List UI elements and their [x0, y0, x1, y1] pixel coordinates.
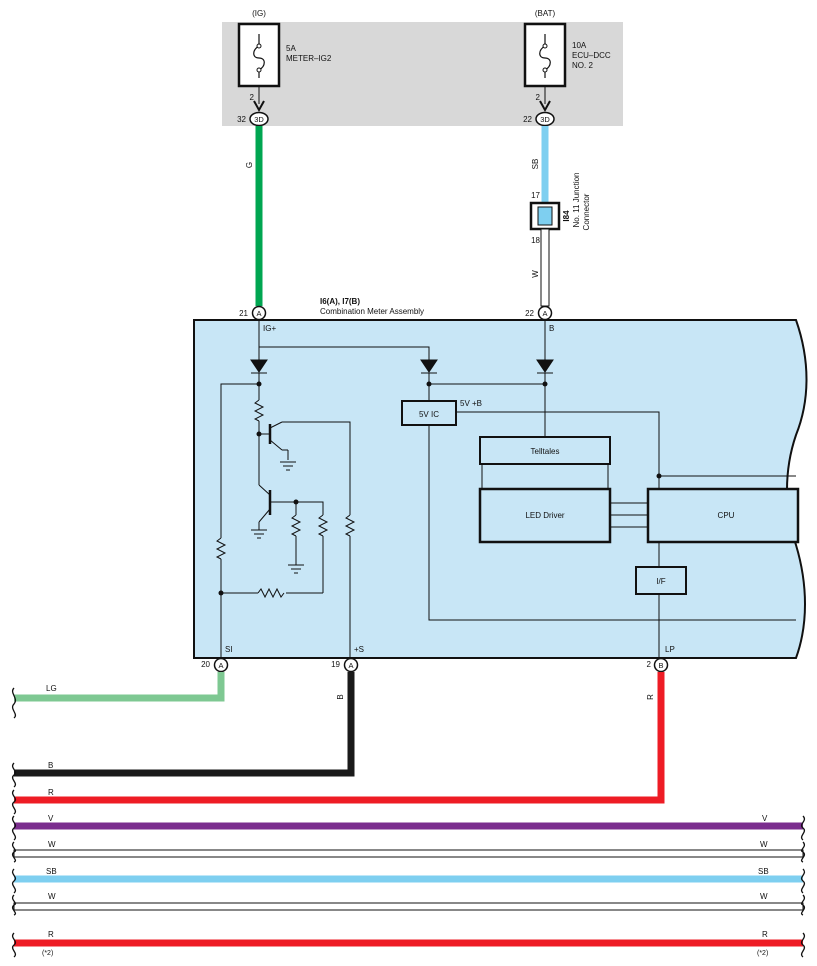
wire-r-out — [14, 672, 665, 804]
fuse-bat-rating: 10A — [572, 41, 587, 50]
pin-20-conn: A — [218, 661, 223, 670]
block-5v-ic — [401, 400, 457, 426]
pin-19-num: 19 — [331, 660, 340, 669]
break-marks-left — [11, 687, 17, 958]
pin-21-num: 21 — [239, 309, 248, 318]
block-telltales — [479, 436, 611, 465]
fuse-bat-source: (BAT) — [535, 9, 556, 18]
bus-w1-label-right: W — [760, 840, 768, 849]
bus-r2-label-left: R — [48, 930, 54, 939]
pin-20-num: 20 — [201, 660, 210, 669]
fuse-ig-source: (IG) — [252, 9, 266, 18]
pin-2-num: 2 — [647, 660, 652, 669]
pin-2-connector — [653, 657, 669, 673]
block-5v-ic-out: 5V +B — [460, 399, 482, 408]
junction-desc1: No. 11 Junction — [572, 173, 581, 228]
fuse-ig-arrow-icon — [253, 100, 265, 113]
meter-id: I6(A), I7(B) — [320, 297, 360, 306]
bus-sb-label-left: SB — [46, 867, 57, 876]
pin-21-conn: A — [256, 309, 261, 318]
bus-v-label-right: V — [762, 814, 768, 823]
bus-note-right: (*2) — [757, 950, 768, 957]
junction-id: I84 — [562, 210, 571, 222]
fuse-ig-pin: 2 — [250, 93, 255, 102]
meter-internal-circuit — [215, 320, 796, 658]
fuse-ig-rating: 5A — [286, 44, 296, 53]
bus-w2-label-right: W — [760, 892, 768, 901]
meter-name: Combination Meter Assembly — [320, 307, 424, 316]
wire-sb-label: SB — [531, 159, 540, 170]
block-cpu — [646, 487, 800, 544]
bus-w2-label-left: W — [48, 892, 56, 901]
bus-w1 — [13, 849, 804, 858]
fuse-ig-name: METER–IG2 — [286, 54, 332, 63]
pin-2-conn: B — [658, 661, 663, 670]
bus-w1-label-left: W — [48, 840, 56, 849]
bus-r1-label: R — [48, 788, 54, 797]
ig-connector — [249, 111, 269, 127]
junction-desc2: Connector — [582, 193, 591, 230]
wire-g-label: G — [245, 162, 254, 168]
bus-v-label-left: V — [48, 814, 54, 823]
wire-lg — [14, 672, 225, 702]
fuse-bat-name2: NO. 2 — [572, 61, 593, 70]
bus-r2-label-right: R — [762, 930, 768, 939]
fuse-bat-name: ECU–DCC — [572, 51, 611, 60]
pin-b-label: B — [549, 324, 554, 333]
wire-b-out — [14, 672, 355, 777]
junction-pin-out: 18 — [531, 236, 540, 245]
fuse-bat-element — [539, 34, 551, 78]
pin-22-conn: A — [542, 309, 547, 318]
ig-conn-pin: 32 — [237, 115, 246, 124]
pin-19-connector — [343, 657, 359, 673]
pin-si-label: SI — [225, 645, 233, 654]
wire-r-out-label: R — [646, 694, 655, 700]
bat-conn-pin: 22 — [523, 115, 532, 124]
wire-b-out-label: B — [336, 694, 345, 699]
pin-20-connector — [213, 657, 229, 673]
pin-21-connector — [251, 305, 267, 321]
block-cpu-label: CPU — [718, 511, 735, 520]
pin-plus-s-label: +S — [354, 645, 364, 654]
bus-b-label: B — [48, 761, 53, 770]
pin-19-conn: A — [348, 661, 353, 670]
break-marks-right — [800, 815, 806, 958]
block-5v-ic-label: 5V IC — [419, 410, 439, 419]
pin-22-num: 22 — [525, 309, 534, 318]
wire-w — [540, 228, 550, 307]
block-if — [635, 566, 687, 595]
bus-w2 — [13, 902, 804, 911]
ig-connector-label: 3D — [254, 115, 264, 124]
bat-connector-label: 3D — [540, 115, 550, 124]
block-led-driver-label: LED Driver — [525, 511, 564, 520]
block-led-driver — [478, 487, 612, 544]
fuse-ig-element — [253, 34, 265, 78]
pin-22-connector — [537, 305, 553, 321]
junction-pin-in: 17 — [531, 191, 540, 200]
fuse-bat-pin: 2 — [536, 93, 541, 102]
fuse-bat-arrow-icon — [539, 100, 551, 113]
block-if-label: I/F — [656, 577, 665, 586]
bat-connector — [535, 111, 555, 127]
bus-sb-label-right: SB — [758, 867, 769, 876]
pin-lp-label: LP — [665, 645, 675, 654]
bus-note-left: (*2) — [42, 950, 53, 957]
wire-w-label: W — [531, 270, 540, 278]
pin-igplus-label: IG+ — [263, 324, 276, 333]
bus-lg-label: LG — [46, 684, 57, 693]
block-telltales-label: Telltales — [531, 447, 560, 456]
